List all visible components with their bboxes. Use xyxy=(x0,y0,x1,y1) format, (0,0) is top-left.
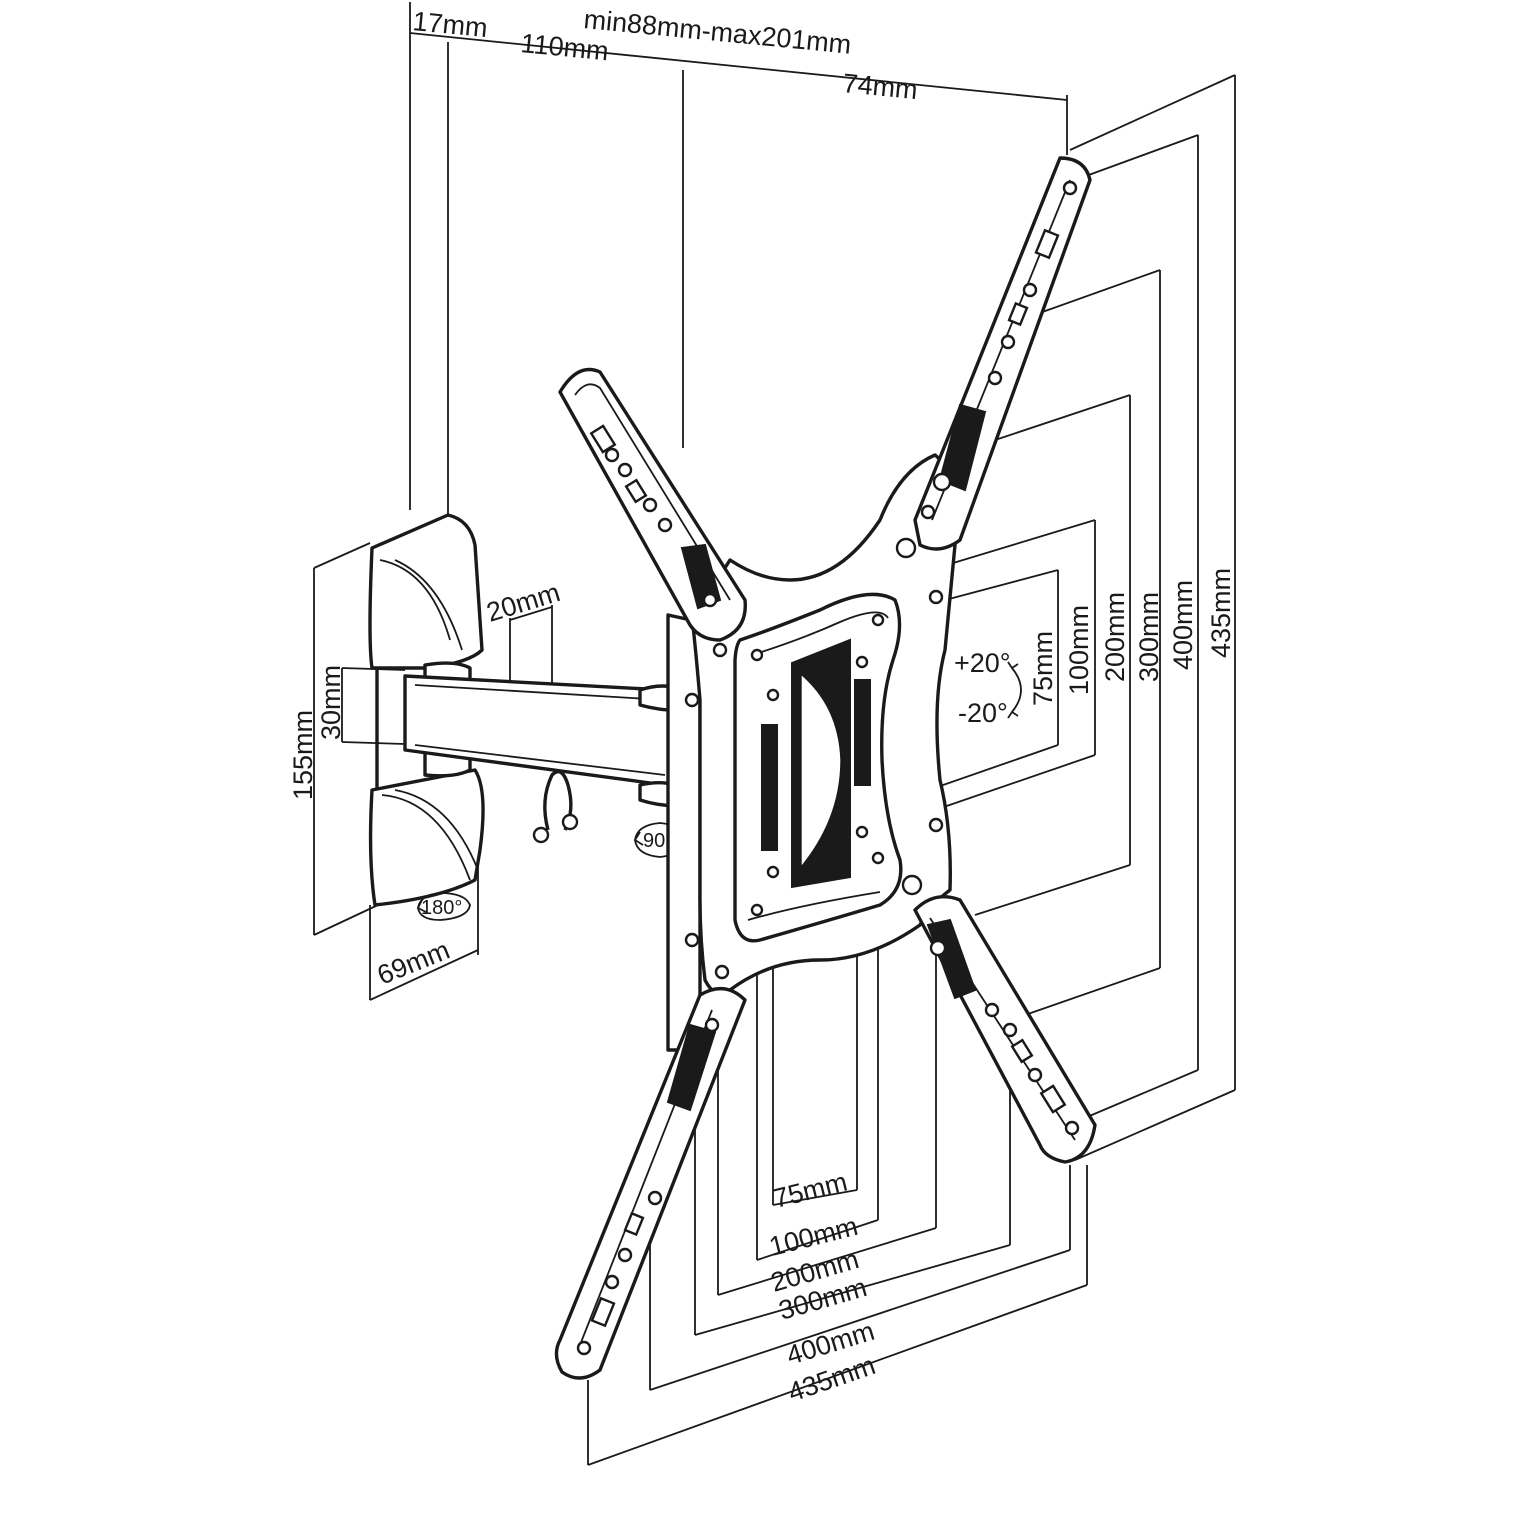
wall-plate xyxy=(368,513,485,907)
tilt-up-label: +20° xyxy=(954,648,1011,678)
tilt-down-label: -20° xyxy=(958,698,1008,728)
depth-range-label: min88mm-max201mm xyxy=(582,4,852,60)
vesa-arm-lower-left xyxy=(554,986,747,1380)
tilt-arrow xyxy=(1007,661,1022,719)
vesa-v-435-label: 435mm xyxy=(1206,568,1236,658)
depth-plate-label: 17mm xyxy=(411,6,489,43)
depth-head-label: 74mm xyxy=(841,68,919,105)
rotation-90-label: 90° xyxy=(643,830,673,852)
vesa-v-100-label: 100mm xyxy=(1064,605,1094,695)
vesa-arm-lower-right xyxy=(913,895,1097,1164)
depth-dimension-lines xyxy=(409,2,1068,520)
rotation-180-indicator xyxy=(416,892,471,921)
rotation-180-label: 180° xyxy=(421,897,462,919)
vesa-h-75-label: 75mm xyxy=(770,1167,850,1214)
vesa-v-400-label: 400mm xyxy=(1168,580,1198,670)
wall-plate-dimension-lines xyxy=(313,542,553,1001)
vesa-arm-upper-left xyxy=(558,367,747,642)
vesa-arm-upper-right xyxy=(913,156,1092,551)
arm-height-label: 30mm xyxy=(316,665,346,740)
wall-plate-width-label: 69mm xyxy=(373,935,454,991)
head-inner-plate xyxy=(684,537,944,980)
wall-plate-height-label: 155mm xyxy=(288,710,318,800)
vesa-v-200-label: 200mm xyxy=(1100,592,1130,682)
cable-clip xyxy=(532,770,579,844)
vesa-v-300-label: 300mm xyxy=(1134,592,1164,682)
vesa-v-75-label: 75mm xyxy=(1028,631,1058,706)
